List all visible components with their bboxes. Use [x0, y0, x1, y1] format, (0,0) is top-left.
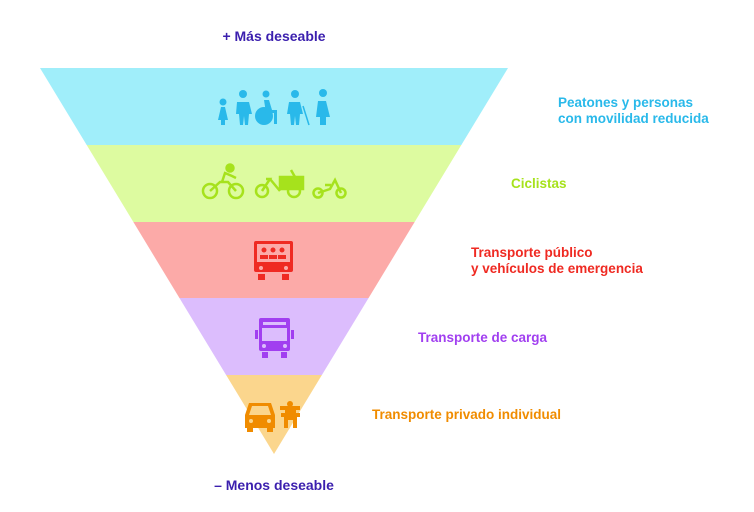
- label-line: con movilidad reducida: [558, 111, 709, 126]
- bus-icon: [254, 241, 293, 280]
- least-desirable-label: – Menos deseable: [214, 477, 334, 493]
- cargo-bike-icon: [254, 169, 305, 199]
- band-cyclists: [40, 145, 508, 222]
- label-line: Transporte privado individual: [372, 407, 562, 422]
- car-icon: [245, 403, 275, 432]
- pedestrian-icon: [236, 90, 252, 125]
- child-icon: [218, 98, 228, 125]
- truck-icon: [255, 318, 294, 358]
- label-cyclists: Ciclistas: [511, 176, 567, 192]
- most-desirable-label: + Más deseable: [222, 28, 326, 44]
- balance-bike-icon: [312, 177, 347, 199]
- label-private: Transporte privado individual: [372, 407, 561, 423]
- elderly-cane-icon: [287, 90, 310, 126]
- band-pedestrians: [40, 68, 508, 145]
- label-line: Transporte de carga: [418, 330, 548, 345]
- label-freight: Transporte de carga: [418, 330, 547, 346]
- label-line: Transporte público: [471, 245, 593, 260]
- label-line: Ciclistas: [511, 176, 567, 191]
- label-line: y vehículos de emergencia: [471, 261, 643, 276]
- motorcycle-icon: [280, 401, 300, 428]
- band-freight: [40, 298, 508, 375]
- pregnant-woman-icon: [316, 89, 330, 125]
- cyclist-icon: [201, 163, 245, 200]
- wheelchair-icon: [255, 90, 277, 125]
- label-line: Peatones y personas: [558, 95, 694, 110]
